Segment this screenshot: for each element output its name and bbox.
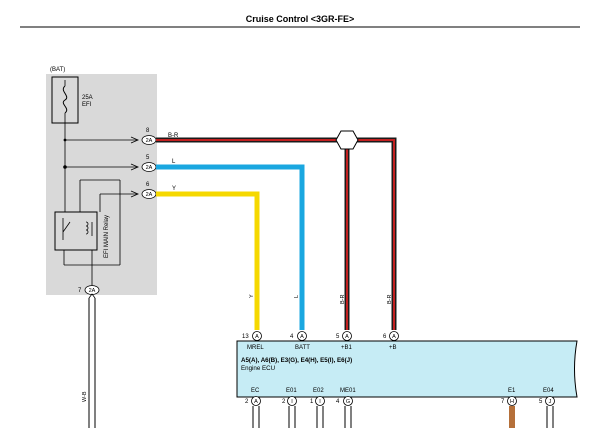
svg-text:A: A xyxy=(300,334,304,340)
svg-text:A: A xyxy=(255,334,259,340)
connector-5: 5 2A L xyxy=(130,155,176,172)
ecu-connector-list: A5(A), A6(B), E3(G), E4(H), E5(I), E6(J) xyxy=(241,357,352,364)
svg-text:1: 1 xyxy=(310,399,314,405)
ecu-bottom-pin-e04: 5 J xyxy=(539,396,555,428)
svg-text:W-B: W-B xyxy=(82,391,88,402)
ecu-pin-b1: 5 A xyxy=(336,331,352,341)
relay-block-background xyxy=(46,74,157,295)
wire-br-brown xyxy=(509,406,515,428)
ecu-pin-name-b: +B xyxy=(389,345,397,351)
fuse-rating: 25A xyxy=(82,95,93,101)
svg-text:2A: 2A xyxy=(146,138,153,144)
ecu-pin-b: 6 A xyxy=(383,331,399,341)
wire-label-br-1: B-R xyxy=(340,295,346,305)
relay-box xyxy=(54,211,98,251)
ecu-pin-batt: 4 A xyxy=(290,331,307,341)
internal-wiring xyxy=(63,123,138,287)
page-title: Cruise Control <3GR-FE> xyxy=(246,14,355,24)
svg-text:7: 7 xyxy=(78,288,82,294)
svg-text:I: I xyxy=(319,399,321,405)
ecu-bottom-pin-e1: 7 H xyxy=(501,396,517,428)
fuse-symbol-icon xyxy=(62,85,68,114)
relay-label: EFI MAIN Relay xyxy=(104,215,110,258)
relay-switch-icon xyxy=(62,218,71,240)
ecu-pin-name-e04: E04 xyxy=(543,388,554,394)
wire-label-br: B-R xyxy=(168,133,179,139)
svg-text:5: 5 xyxy=(539,399,543,405)
bat-label: (BAT) xyxy=(50,67,65,73)
svg-text:A: A xyxy=(392,334,396,340)
svg-text:I: I xyxy=(291,399,293,405)
svg-text:13: 13 xyxy=(242,334,249,340)
wire-label-l-vertical: L xyxy=(294,295,300,298)
svg-text:A: A xyxy=(345,334,349,340)
fuse-name: EFI xyxy=(82,102,92,108)
svg-text:2A: 2A xyxy=(146,192,153,198)
wire-wb-bottom-left: W-B xyxy=(82,298,96,428)
ecu-pin-name-e02: E02 xyxy=(313,388,324,394)
svg-text:2A: 2A xyxy=(89,288,96,294)
connector-6: 6 2A Y xyxy=(130,182,176,199)
ecu-pin-name-e01: E01 xyxy=(286,388,297,394)
wire-y-yellow xyxy=(156,191,260,330)
ecu-pin-name-ec: EC xyxy=(251,388,260,394)
wire-l-blue xyxy=(156,164,305,330)
ecu-bottom-pin-e02: 1 I xyxy=(310,396,325,428)
svg-text:6: 6 xyxy=(146,182,150,188)
svg-text:2A: 2A xyxy=(146,165,153,171)
wire-label-br-2: B-R xyxy=(387,295,393,305)
svg-text:A: A xyxy=(254,399,258,405)
ecu-pin-name-me01: ME01 xyxy=(340,388,356,394)
wire-label-l: L xyxy=(172,159,176,165)
svg-text:7: 7 xyxy=(501,399,505,405)
ecu-pin-name-mrel: MREL xyxy=(247,345,264,351)
svg-text:6: 6 xyxy=(383,334,387,340)
relay-coil-icon xyxy=(85,221,93,236)
svg-text:G: G xyxy=(346,399,350,405)
engine-ecu-box xyxy=(236,340,578,398)
ecu-pin-name-b1: +B1 xyxy=(341,345,353,351)
ecu-bottom-pin-me01: 4 G xyxy=(336,396,353,428)
connector-7: 7 2A xyxy=(78,285,100,299)
ecu-bottom-pin-e01: 2 I xyxy=(282,396,297,428)
ecu-pin-name-batt: BATT xyxy=(295,345,310,351)
ecu-bottom-pin-ec: 2 A xyxy=(245,396,261,428)
svg-text:4: 4 xyxy=(336,399,340,405)
svg-text:8: 8 xyxy=(146,128,150,134)
ecu-pin-name-e1: E1 xyxy=(508,388,516,394)
svg-text:4: 4 xyxy=(290,334,294,340)
ecu-name: Engine ECU xyxy=(241,365,275,372)
svg-text:2: 2 xyxy=(245,399,249,405)
wire-br xyxy=(156,137,397,330)
svg-text:J: J xyxy=(549,399,552,405)
svg-text:2: 2 xyxy=(282,399,286,405)
wire-label-y-vertical: Y xyxy=(249,294,255,298)
wire-label-y: Y xyxy=(172,186,176,192)
svg-text:H: H xyxy=(510,399,514,405)
svg-text:5: 5 xyxy=(146,155,150,161)
svg-text:5: 5 xyxy=(336,334,340,340)
splice-point-icon xyxy=(335,130,359,150)
ecu-pin-mrel: 13 A xyxy=(242,331,262,341)
